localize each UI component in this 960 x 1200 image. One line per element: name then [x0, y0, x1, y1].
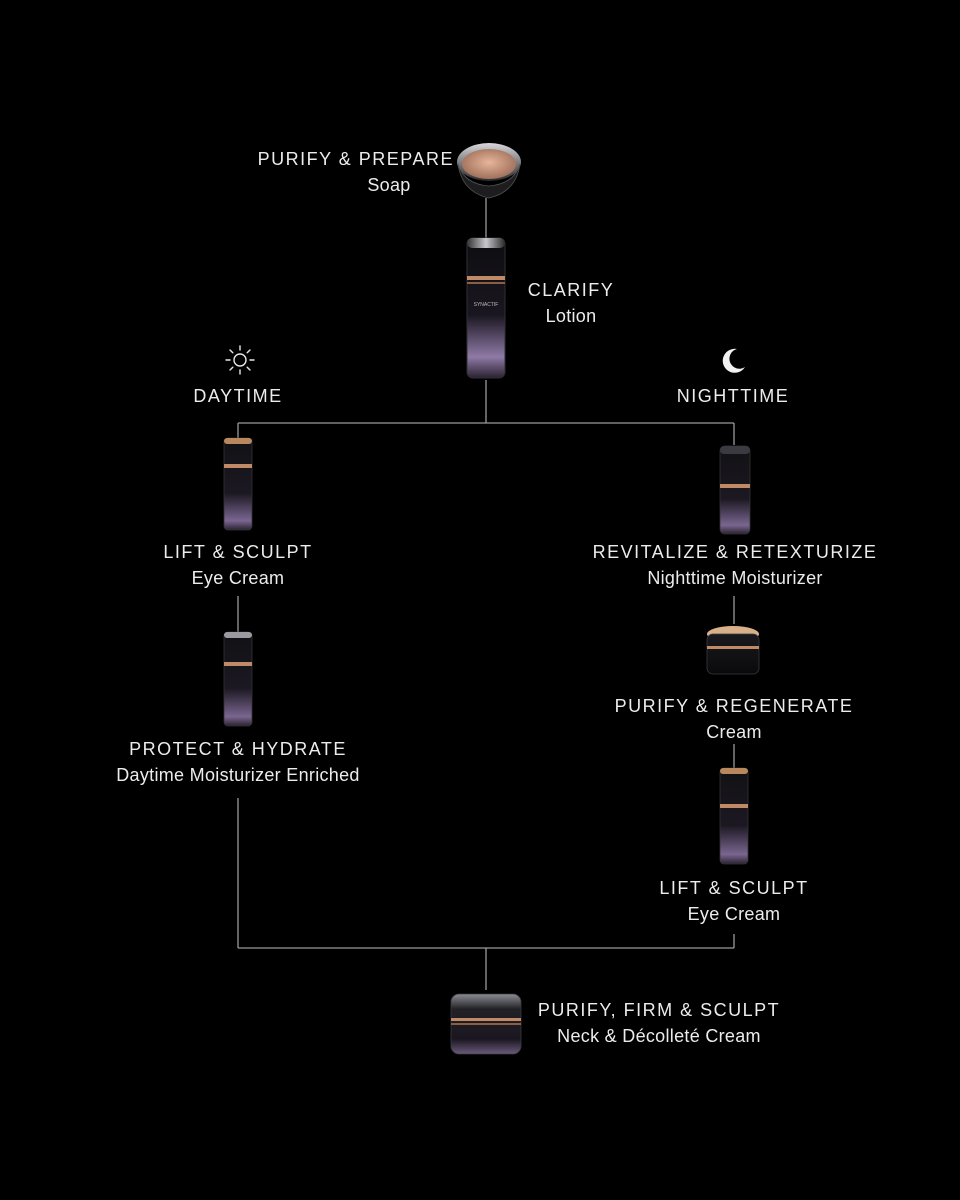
step-purify-prepare: PURIFY & PREPARE Soap — [234, 146, 454, 198]
step-subtitle: Daytime Moisturizer Enriched — [116, 765, 360, 785]
day-step-protect-hydrate: PROTECT & HYDRATE Daytime Moisturizer En… — [98, 736, 378, 788]
step-subtitle: Eye Cream — [687, 904, 781, 924]
step-title: LIFT & SCULPT — [163, 542, 313, 562]
sun-icon — [225, 345, 255, 375]
moon-icon — [722, 348, 745, 373]
nighttime-moisturizer-pump-image — [719, 445, 751, 535]
step-title: PURIFY & PREPARE — [257, 149, 454, 169]
step-subtitle: Soap — [367, 175, 411, 195]
night-step-lift-sculpt: LIFT & SCULPT Eye Cream — [634, 875, 834, 927]
step-title: CLARIFY — [527, 280, 615, 300]
step-subtitle: Neck & Décolleté Cream — [557, 1026, 761, 1046]
cream-jar-image — [706, 626, 760, 675]
step-title: PURIFY & REGENERATE — [614, 696, 854, 716]
step-clarify: CLARIFY Lotion — [516, 277, 626, 329]
night-step-revitalize: REVITALIZE & RETEXTURIZE Nighttime Moist… — [590, 539, 880, 591]
night-step-purify-regenerate: PURIFY & REGENERATE Cream — [604, 693, 864, 745]
step-subtitle: Lotion — [545, 306, 597, 326]
eye-cream-pump-image — [223, 437, 253, 531]
step-subtitle: Eye Cream — [191, 568, 285, 588]
step-subtitle: Nighttime Moisturizer — [647, 568, 823, 588]
daytime-moisturizer-pump-image — [223, 631, 253, 727]
night-eye-cream-pump-image — [719, 767, 749, 865]
nighttime-label: NIGHTTIME — [676, 386, 790, 406]
neck-cream-jar-image — [450, 993, 522, 1055]
brand-mark: SYNACTIF — [474, 302, 499, 308]
step-title: PURIFY, FIRM & SCULPT — [537, 1000, 781, 1020]
soap-jar-image — [457, 143, 521, 199]
step-subtitle: Cream — [706, 722, 762, 742]
final-step-purify-firm-sculpt: PURIFY, FIRM & SCULPT Neck & Décolleté C… — [534, 997, 784, 1049]
step-title: REVITALIZE & RETEXTURIZE — [592, 542, 878, 562]
day-step-lift-sculpt: LIFT & SCULPT Eye Cream — [138, 539, 338, 591]
lotion-bottle-image: SYNACTIF — [466, 237, 506, 379]
step-title: LIFT & SCULPT — [659, 878, 809, 898]
daytime-label: DAYTIME — [193, 386, 283, 406]
step-title: PROTECT & HYDRATE — [129, 739, 347, 759]
